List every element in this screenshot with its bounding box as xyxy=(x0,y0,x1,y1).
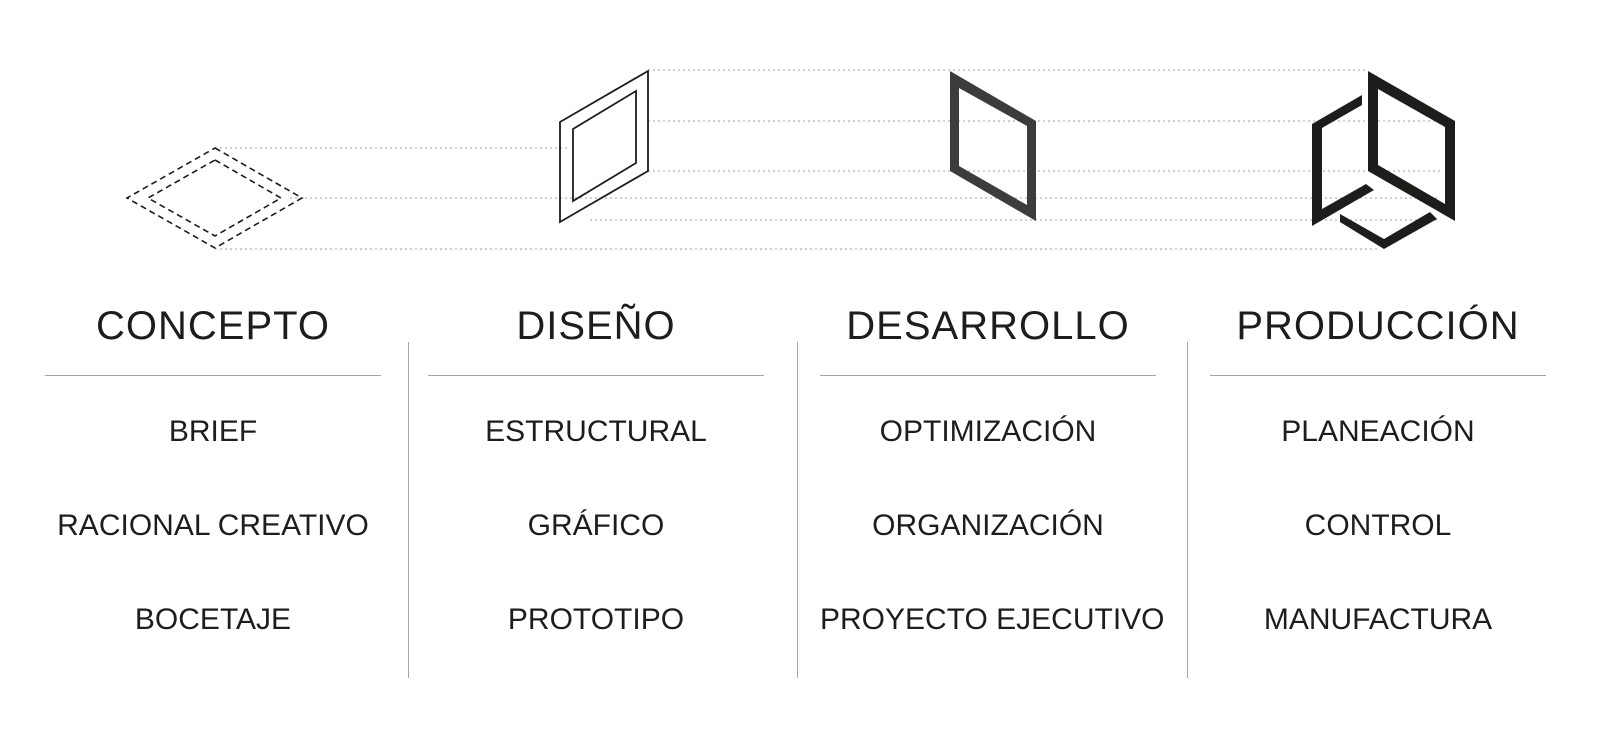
stage-item-list: PLANEACIÓN CONTROL MANUFACTURA xyxy=(1210,412,1546,640)
column-separator xyxy=(408,342,409,678)
stage-item: PROTOTIPO xyxy=(507,603,685,636)
stage-divider xyxy=(428,375,764,376)
cube-back-panel xyxy=(1368,71,1455,221)
stage-title: PRODUCCIÓN xyxy=(1236,304,1520,348)
stage-item: GRÁFICO xyxy=(527,509,665,542)
stage-item: RACIONAL CREATIVO xyxy=(57,509,369,542)
stage-column-diseno: DISEÑO ESTRUCTURAL GRÁFICO PROTOTIPO xyxy=(428,295,764,694)
column-separator xyxy=(1187,342,1188,678)
stage-divider xyxy=(45,375,381,376)
stage-item: OPTIMIZACIÓN xyxy=(879,415,1097,448)
stage-column-concepto: CONCEPTO BRIEF RACIONAL CREATIVO BOCETAJ… xyxy=(45,295,381,694)
stage-title: DISEÑO xyxy=(516,304,676,348)
stage-item: ORGANIZACIÓN xyxy=(872,509,1104,542)
stage-column-produccion: PRODUCCIÓN PLANEACIÓN CONTROL MANUFACTUR… xyxy=(1210,295,1546,694)
cube-left-panel xyxy=(1312,95,1374,226)
stage-title: DESARROLLO xyxy=(846,304,1130,348)
stage-item: BOCETAJE xyxy=(134,603,292,636)
stage-item: PROYECTO EJECUTIVO xyxy=(820,603,1165,636)
column-separator xyxy=(797,342,798,678)
stage-title: CONCEPTO xyxy=(96,304,330,348)
stage-item-list: BRIEF RACIONAL CREATIVO BOCETAJE xyxy=(45,412,381,640)
stage-item: ESTRUCTURAL xyxy=(485,415,707,448)
cube-bottom-panel xyxy=(1340,212,1437,249)
stage-icons-diagram xyxy=(125,69,1455,250)
solid-parallelogram-icon xyxy=(950,71,1036,221)
stage-item: CONTROL xyxy=(1304,509,1452,542)
stage-divider xyxy=(820,375,1156,376)
stage-item: BRIEF xyxy=(168,415,258,448)
dashed-rhombus-icon xyxy=(125,147,304,249)
outlined-parallelogram-icon xyxy=(559,69,649,224)
stage-column-desarrollo: DESARROLLO OPTIMIZACIÓN ORGANIZACIÓN PRO… xyxy=(820,295,1165,694)
stage-item: PLANEACIÓN xyxy=(1281,415,1475,448)
stage-item-list: ESTRUCTURAL GRÁFICO PROTOTIPO xyxy=(428,412,764,640)
stage-item-list: OPTIMIZACIÓN ORGANIZACIÓN PROYECTO EJECU… xyxy=(820,412,1165,640)
cube-icon xyxy=(1312,71,1455,249)
stage-divider xyxy=(1210,375,1546,376)
stage-item: MANUFACTURA xyxy=(1263,603,1493,636)
dotted-guide-lines xyxy=(215,69,1440,250)
